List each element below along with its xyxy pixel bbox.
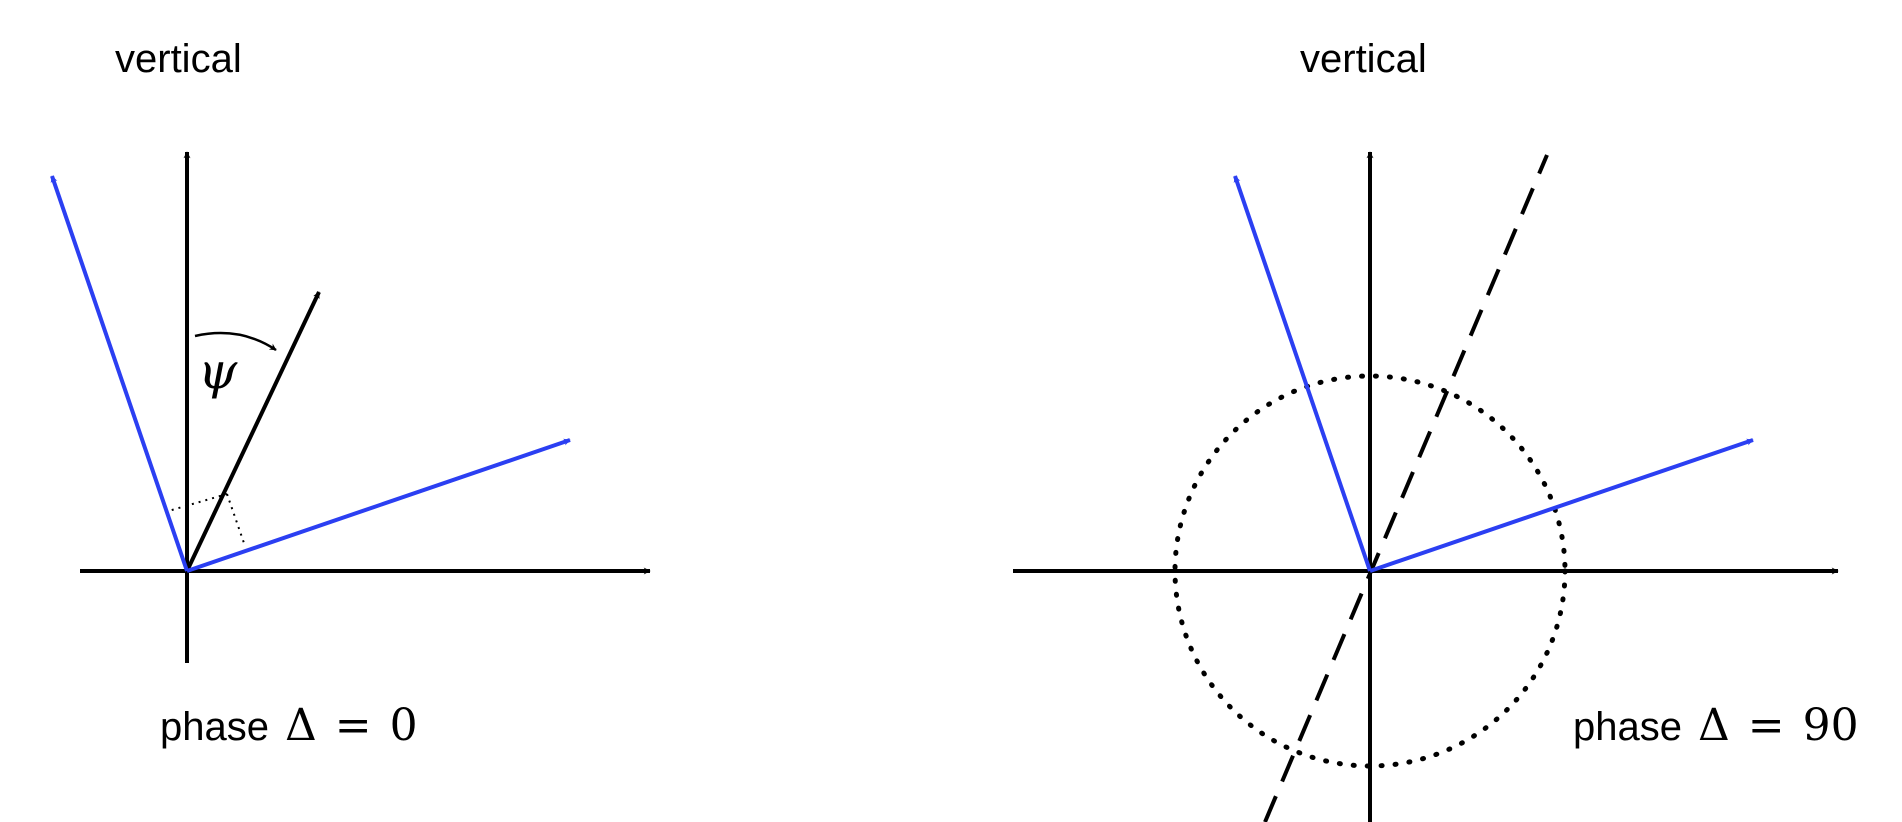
phase-word-right: phase	[1573, 705, 1682, 749]
equals-right: =	[1748, 700, 1785, 751]
blue-vector-upper-right	[1233, 175, 1372, 572]
projection-guide-2	[226, 493, 246, 547]
equals-left: =	[335, 700, 372, 751]
phase-value-right: 90	[1803, 700, 1859, 751]
polarization-vector-left	[185, 291, 321, 572]
delta-symbol-right: Δ	[1698, 700, 1730, 751]
panel-phase-0: vertical ψ phase Δ = 0	[50, 37, 651, 751]
vertical-label-left: vertical	[115, 37, 242, 81]
phase-value-left: 0	[390, 700, 418, 751]
psi-label: ψ	[198, 342, 238, 400]
phase-label-left: phase Δ = 0	[160, 700, 418, 751]
blue-vector-right-left	[186, 438, 571, 573]
phase-label-right: phase Δ = 90	[1573, 700, 1859, 751]
blue-vector-upper-left	[50, 175, 189, 572]
angle-arc	[194, 331, 277, 352]
phase-word-left: phase	[160, 705, 269, 749]
delta-symbol-left: Δ	[285, 700, 317, 751]
panel-phase-90: vertical phase Δ = 90	[1013, 37, 1859, 822]
blue-vector-right-right	[1369, 438, 1754, 573]
dashed-line	[1263, 154, 1549, 822]
vertical-label-right: vertical	[1300, 37, 1427, 81]
